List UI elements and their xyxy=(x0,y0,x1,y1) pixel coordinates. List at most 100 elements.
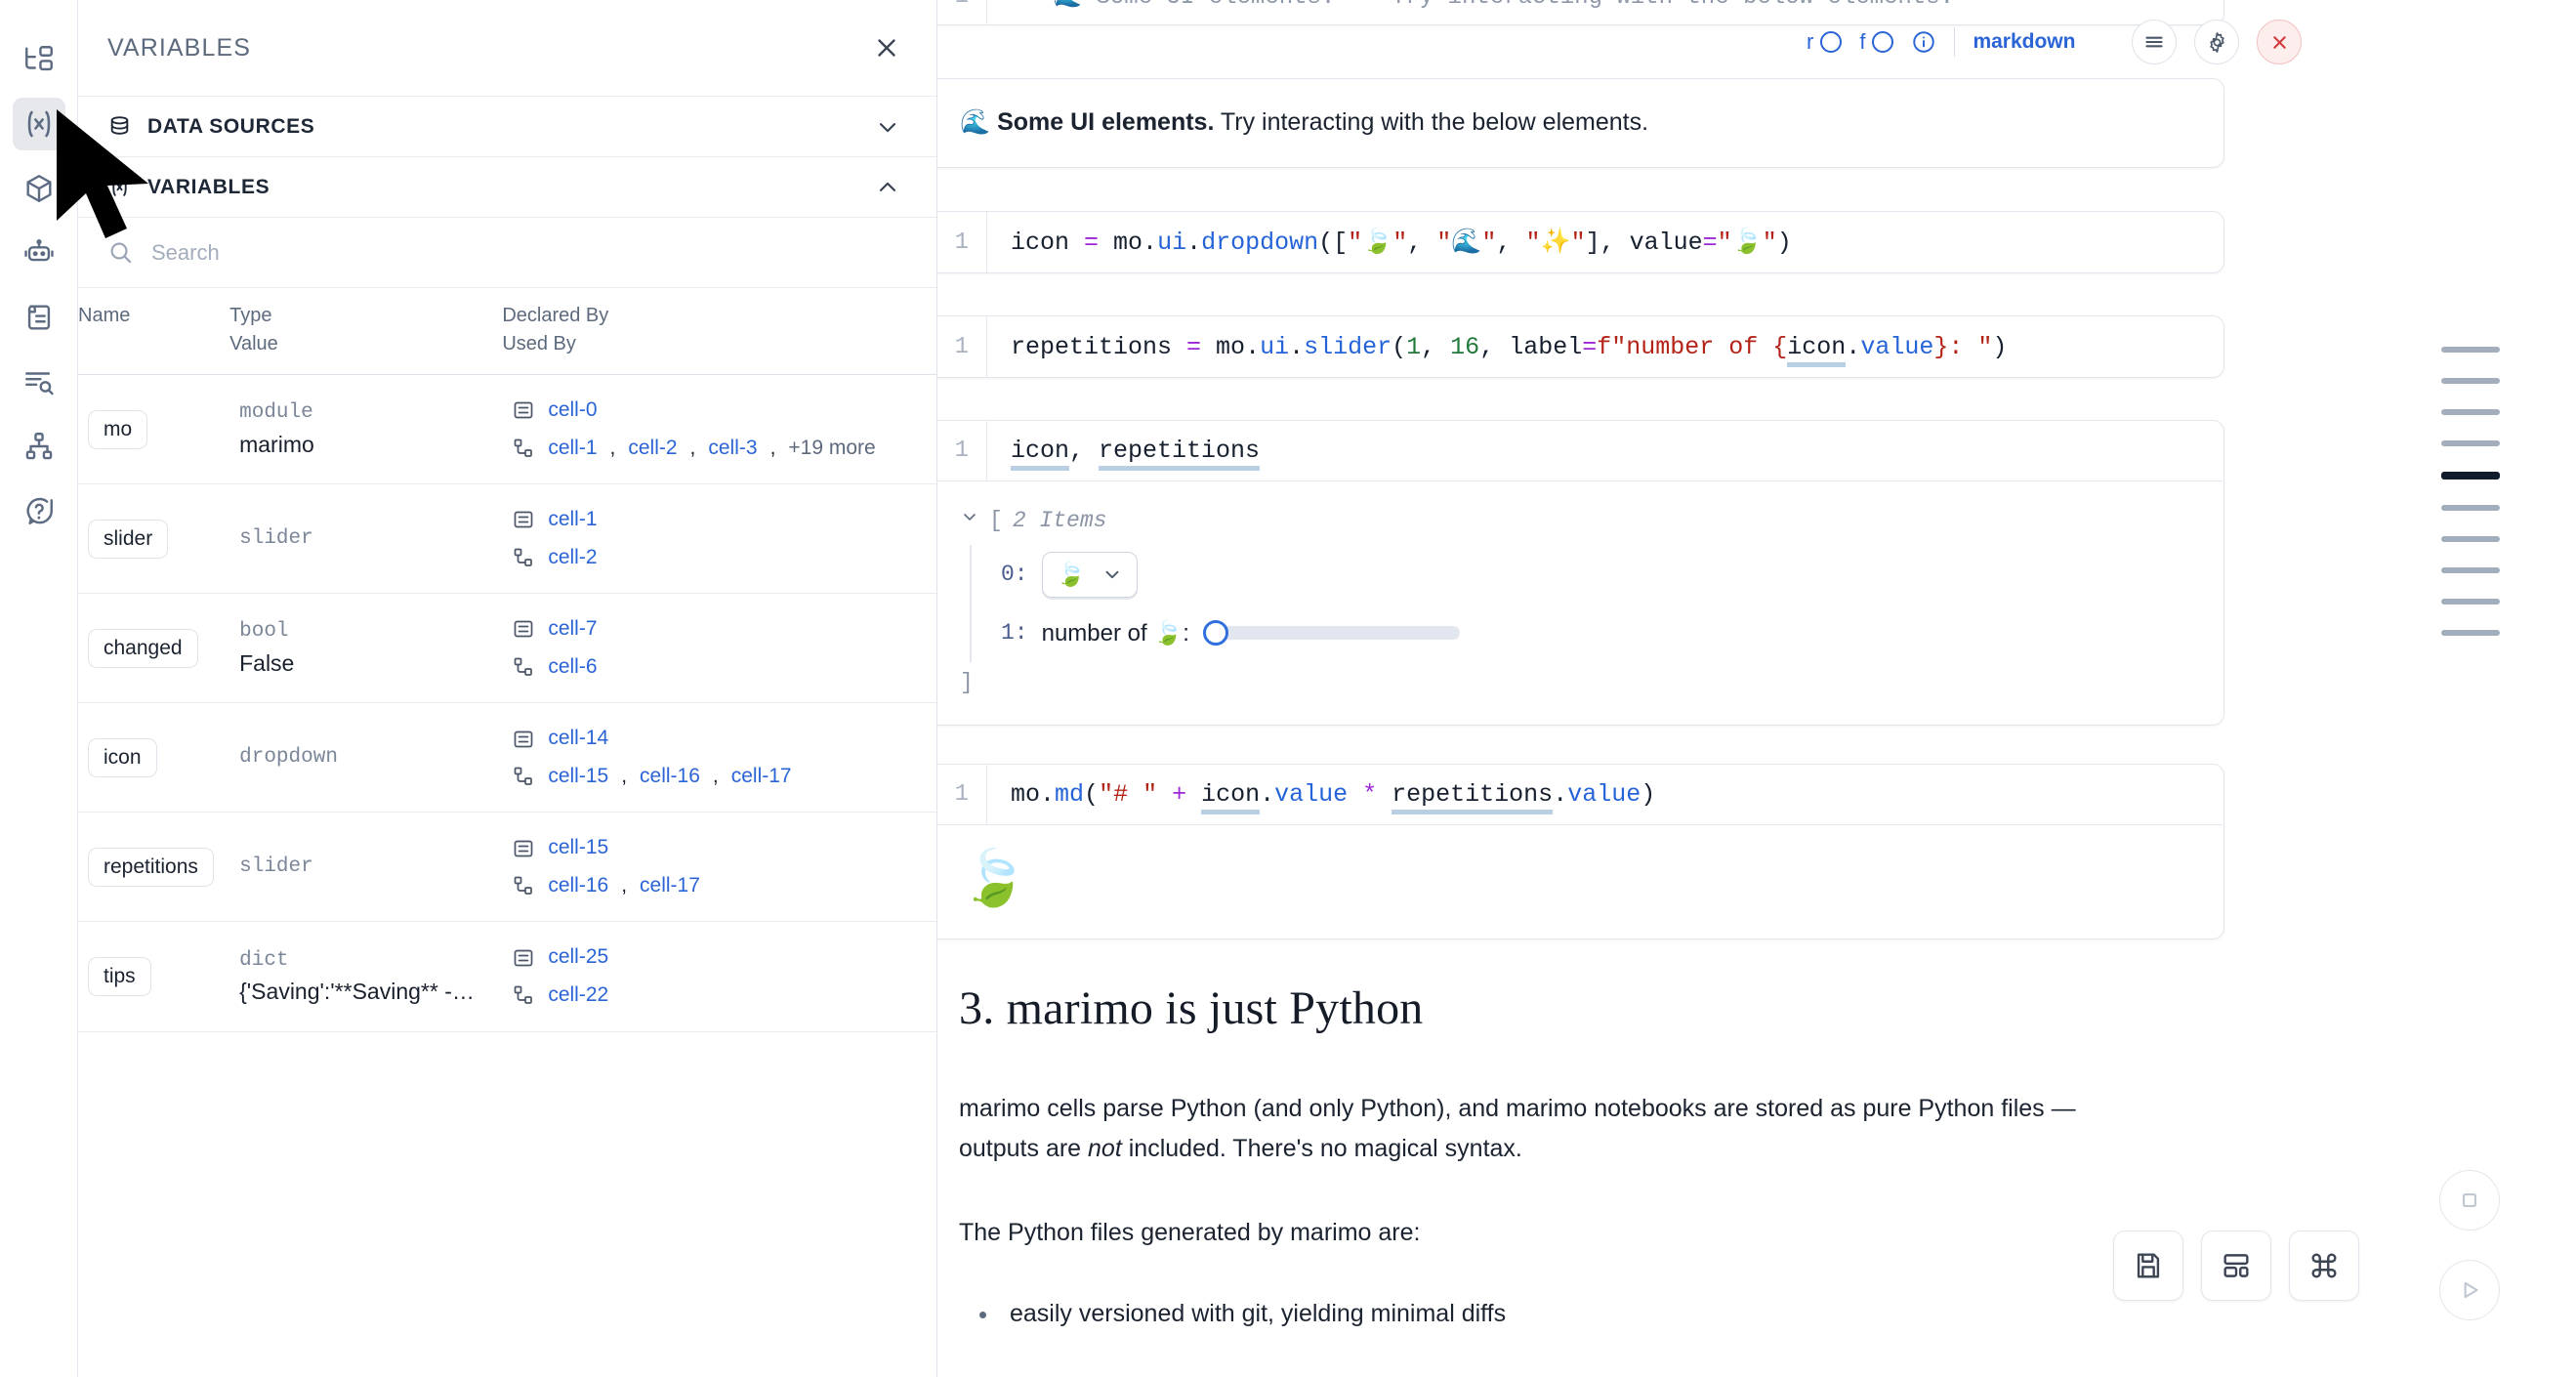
gear-icon[interactable] xyxy=(2194,20,2240,64)
minimap-mark[interactable] xyxy=(2441,505,2500,511)
outline-search-icon[interactable] xyxy=(13,355,65,408)
variable-name-chip[interactable]: mo xyxy=(88,409,148,449)
cell-code-slider[interactable]: 1 repetitions = mo.ui.slider(1, 16, labe… xyxy=(937,315,2224,378)
minimap-mark[interactable] xyxy=(2441,378,2500,384)
cell-link[interactable]: cell-25 xyxy=(548,945,609,969)
used-by-more[interactable]: +19 more xyxy=(788,436,876,459)
declared-by-line: cell-25 xyxy=(512,941,927,974)
variable-name-chip[interactable]: slider xyxy=(88,519,169,559)
close-icon[interactable] xyxy=(2257,20,2303,64)
flag-f-toggle[interactable] xyxy=(1872,31,1894,53)
code-token: 1 xyxy=(1406,332,1422,361)
cell-code-output-tree[interactable]: 1 icon, repetitions [ 2 Items 0: xyxy=(937,420,2224,726)
chevron-down-icon[interactable] xyxy=(874,113,901,141)
declared-by-line: cell-14 xyxy=(512,723,927,755)
help-icon[interactable] xyxy=(13,484,65,537)
info-icon[interactable] xyxy=(1911,29,1936,55)
cell-link[interactable]: cell-15 xyxy=(548,764,609,787)
header-type-value: Type Value xyxy=(229,287,503,375)
minimap-mark[interactable] xyxy=(2441,630,2500,636)
packages-icon[interactable] xyxy=(13,162,65,215)
minimap-mark[interactable] xyxy=(2441,536,2500,542)
cell-code-md[interactable]: 1 mo.md("# " + icon.value * repetitions.… xyxy=(937,764,2224,939)
minimap-mark[interactable] xyxy=(2441,347,2500,353)
minimap-scrollbar[interactable] xyxy=(2441,347,2500,661)
search-input[interactable] xyxy=(151,239,907,266)
cell-language-label[interactable]: markdown xyxy=(1973,30,2076,53)
save-button[interactable] xyxy=(2113,1231,2183,1301)
code-token: ( xyxy=(1084,780,1100,809)
cell-code-dropdown[interactable]: 1 icon = mo.ui.dropdown(["🍃", "🌊", "✨"],… xyxy=(937,211,2224,273)
cell-link[interactable]: cell-1 xyxy=(548,436,598,459)
layout-button[interactable] xyxy=(2201,1231,2271,1301)
cell-link[interactable]: cell-15 xyxy=(548,836,609,859)
cell-link[interactable]: cell-6 xyxy=(548,654,598,678)
close-icon[interactable] xyxy=(872,33,901,63)
code-text[interactable]: mo.md("# " + icon.value * repetitions.va… xyxy=(987,780,1655,814)
cell-link[interactable]: cell-3 xyxy=(708,436,758,459)
dependency-icon xyxy=(512,983,535,1007)
cell-link[interactable]: cell-0 xyxy=(548,398,598,421)
tree-header[interactable]: [ 2 Items xyxy=(960,507,2190,533)
line-number: 1 xyxy=(937,212,987,272)
section-data-sources[interactable]: DATA SOURCES xyxy=(78,96,936,156)
minimap-mark[interactable] xyxy=(2441,599,2500,605)
minimap-mark[interactable] xyxy=(2441,409,2500,415)
cell-link[interactable]: cell-14 xyxy=(548,727,609,750)
panel-title: VARIABLES xyxy=(107,33,251,62)
cell-link[interactable]: cell-17 xyxy=(640,873,700,897)
code-token: ) xyxy=(1776,229,1792,257)
section-variables[interactable]: VARIABLES xyxy=(78,156,936,217)
file-explorer-icon[interactable] xyxy=(13,33,65,86)
variable-name-chip[interactable]: icon xyxy=(88,737,157,777)
notebook-cell-icon xyxy=(512,946,535,970)
dependency-graph-icon[interactable] xyxy=(13,420,65,473)
variables-icon[interactable] xyxy=(12,98,65,150)
logs-icon[interactable] xyxy=(13,291,65,344)
icon-dropdown[interactable]: 🍃 xyxy=(1041,551,1138,598)
code-text[interactable]: repetitions = mo.ui.slider(1, 16, label=… xyxy=(987,332,2007,367)
slider-track[interactable] xyxy=(1220,626,1460,640)
minimap-mark[interactable] xyxy=(2441,567,2500,573)
flag-r-toggle[interactable] xyxy=(1820,31,1843,53)
cell-markdown-output[interactable]: 🌊 Some UI elements. Try interacting with… xyxy=(937,78,2224,168)
cell-link[interactable]: cell-2 xyxy=(548,545,598,568)
repetitions-slider[interactable] xyxy=(1202,620,1460,646)
chevron-down-icon[interactable] xyxy=(960,507,979,533)
markdown-bold: Some UI elements. xyxy=(997,108,1215,136)
cell-declared-used: cell-7 cell-6 xyxy=(502,593,936,704)
flag-f[interactable]: f xyxy=(1859,29,1894,55)
code-text[interactable]: icon = mo.ui.dropdown(["🍃", "🌊", "✨"], v… xyxy=(987,228,1792,257)
cell-link[interactable]: cell-7 xyxy=(548,617,598,641)
minimap-mark-active[interactable] xyxy=(2441,472,2500,480)
slider-thumb[interactable] xyxy=(1202,620,1228,646)
list-item: easily versioned with git, yielding mini… xyxy=(1000,1294,2219,1333)
cell-variable-name: repetitions xyxy=(78,812,230,923)
code-token: value xyxy=(1567,780,1641,809)
stop-button[interactable] xyxy=(2439,1170,2500,1231)
cell-link[interactable]: cell-2 xyxy=(628,436,678,459)
chat-assistant-icon[interactable] xyxy=(13,227,65,279)
variable-name-chip[interactable]: repetitions xyxy=(88,847,214,887)
cell-link[interactable]: cell-16 xyxy=(640,764,700,787)
cell-link[interactable]: cell-1 xyxy=(548,508,598,531)
variable-name-chip[interactable]: changed xyxy=(88,628,198,668)
cell-link[interactable]: cell-16 xyxy=(548,873,609,897)
cell-declared-used: cell-25 cell-22 xyxy=(502,921,936,1032)
code-text[interactable]: icon, repetitions xyxy=(987,437,1261,471)
variable-name-chip[interactable]: tips xyxy=(88,957,151,997)
code-token: md xyxy=(1055,780,1085,809)
play-button[interactable] xyxy=(2439,1260,2500,1320)
cell-link[interactable]: cell-22 xyxy=(548,983,609,1007)
cell-link[interactable]: cell-17 xyxy=(730,764,792,787)
minimap-mark[interactable] xyxy=(2441,440,2500,446)
hamburger-icon[interactable] xyxy=(2132,20,2178,64)
code-token: . xyxy=(1186,229,1202,257)
cell-variable-name: slider xyxy=(78,483,230,595)
variables-section-icon xyxy=(107,175,132,199)
flag-r[interactable]: r xyxy=(1807,29,1843,55)
shortcuts-button[interactable] xyxy=(2289,1231,2359,1301)
chevron-up-icon[interactable] xyxy=(874,174,901,201)
truncated-code-text: """🌊 Some UI elements.""" Try interactin… xyxy=(987,0,1954,11)
